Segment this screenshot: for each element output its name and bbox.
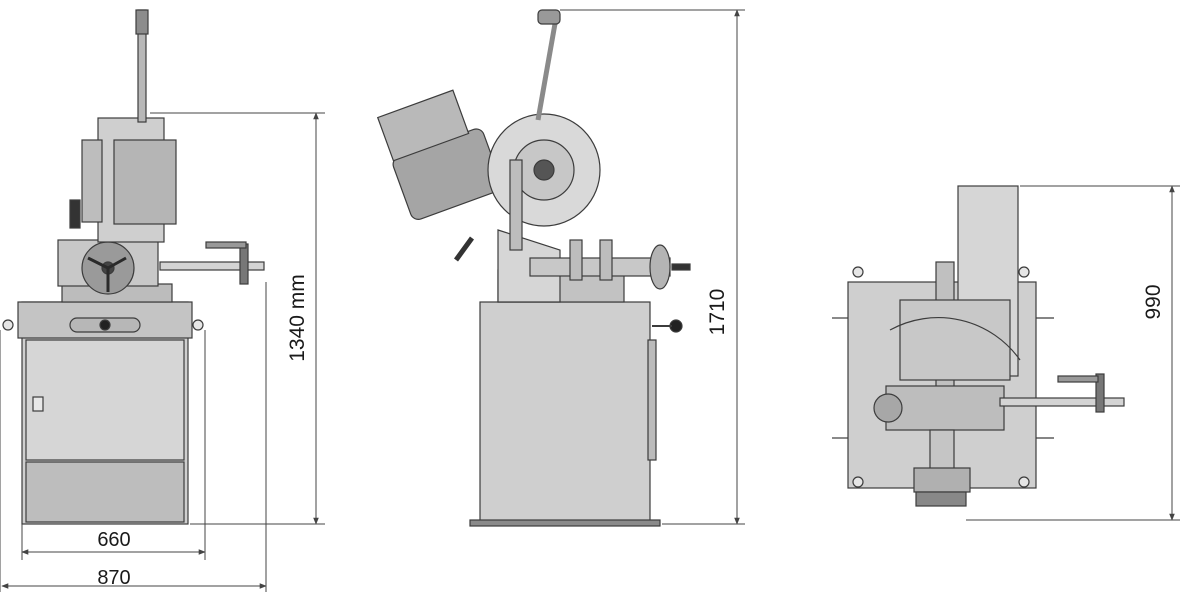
side-cabinet xyxy=(479,301,651,525)
top-view xyxy=(832,185,1125,507)
dim-label-990: 990 xyxy=(1142,284,1165,319)
dim-label-660: 660 xyxy=(97,529,130,551)
front-view xyxy=(2,9,265,525)
dim-label-870: 870 xyxy=(97,567,130,589)
side-view xyxy=(376,9,691,527)
dim-label-1340: 1340 mm xyxy=(286,274,309,362)
dim-label-1710: 1710 xyxy=(706,289,729,336)
dimension-lines xyxy=(0,9,1180,592)
